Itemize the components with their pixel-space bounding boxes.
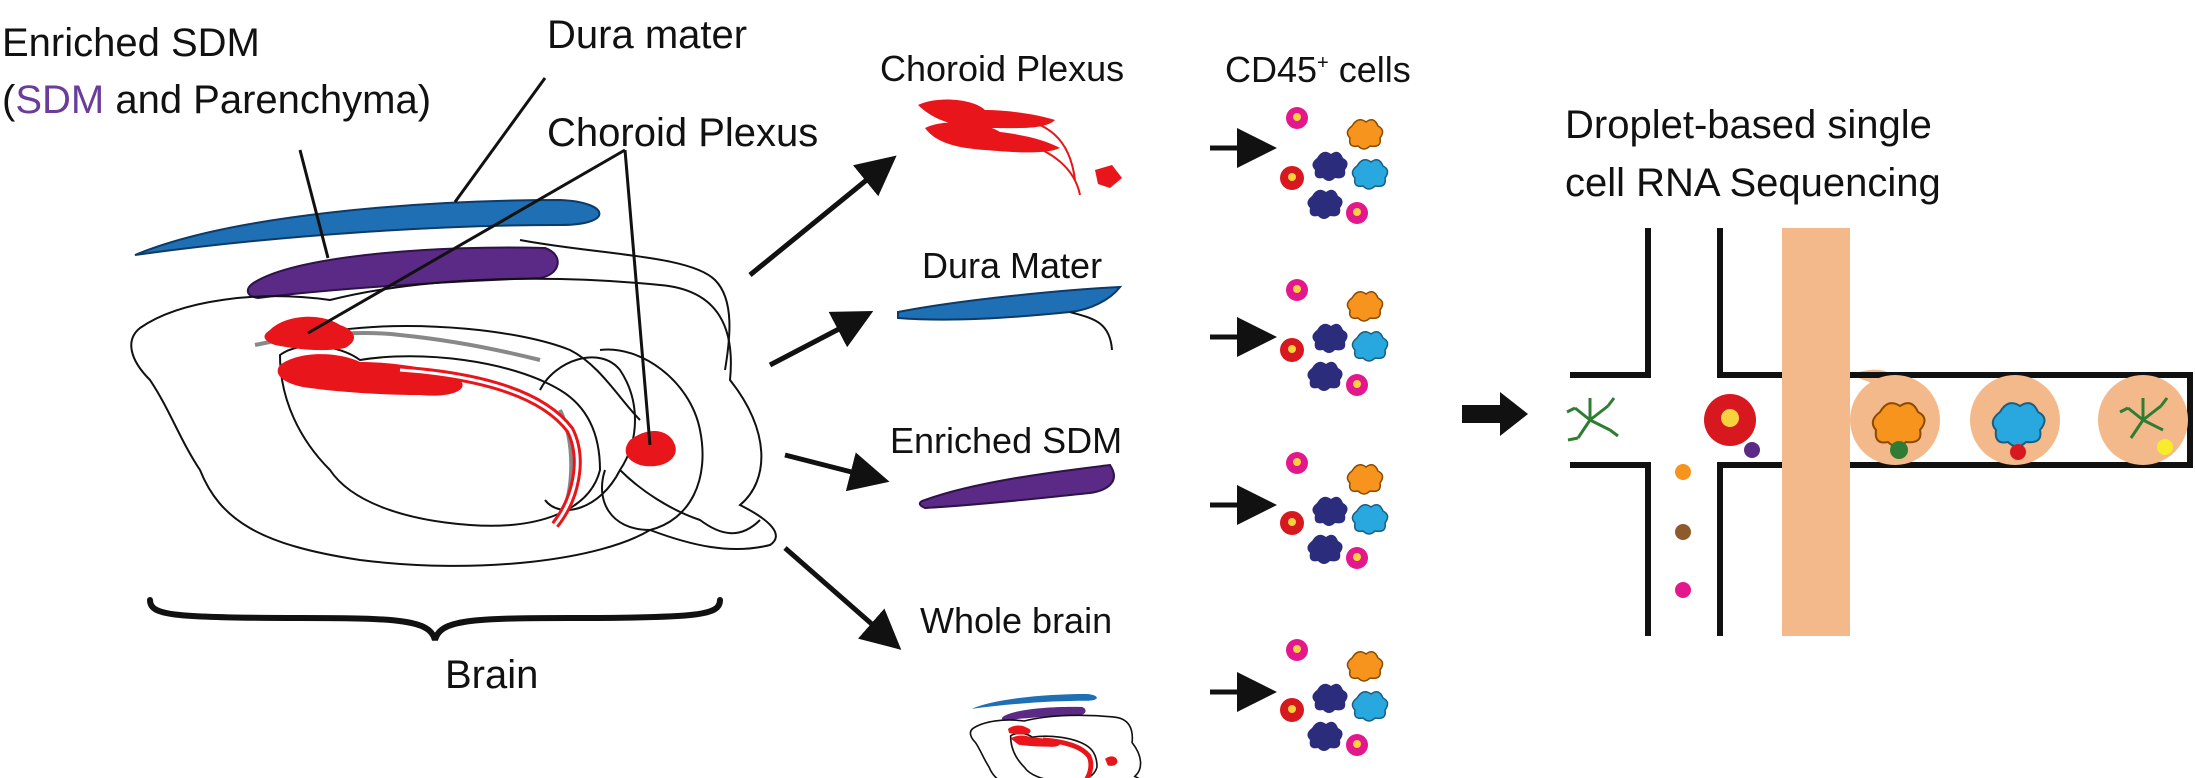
label-choroid-plexus: Choroid Plexus	[547, 111, 819, 155]
tissue-label-enriched-sdm: Enriched SDM	[890, 420, 1123, 461]
tissue-label-dura-mater: Dura Mater	[922, 245, 1103, 286]
paren-open: (	[2, 78, 16, 122]
tissue-label-choroid-plexus: Choroid Plexus	[880, 48, 1125, 89]
cell-cluster-choroid	[1279, 106, 1389, 225]
label-brain: Brain	[445, 653, 539, 697]
label-dura-mater: Dura mater	[547, 13, 748, 57]
cell-cluster-sdm	[1279, 451, 1389, 570]
enriched-sdm-icon	[918, 463, 1115, 510]
label-enriched-sdm: Enriched SDM	[2, 21, 260, 65]
arrows-to-tissues	[748, 155, 902, 650]
method-line-2: cell RNA Sequencing	[1565, 161, 1941, 205]
method-line-1: Droplet-based single	[1565, 103, 1932, 147]
label-sdm-parenchyma: (SDM and Parenchyma)	[2, 77, 431, 123]
brain-sagittal-icon	[130, 77, 777, 567]
cells-header: CD45+ cells	[1225, 42, 1411, 91]
whole-brain-icon	[969, 694, 1142, 778]
cells-header-main: CD45	[1225, 49, 1318, 90]
cells-header-rest: cells	[1328, 49, 1411, 90]
cell-cluster-dura	[1279, 278, 1389, 397]
label-and-parenchyma: and Parenchyma)	[104, 78, 432, 122]
arrow-to-sequencing-icon	[1462, 392, 1528, 436]
choroid-plexus-icon	[918, 99, 1122, 196]
tissue-label-whole-brain: Whole brain	[920, 600, 1113, 641]
arrows-to-cells	[1210, 128, 1277, 712]
dura-mater-icon	[897, 285, 1123, 351]
label-sdm: SDM	[15, 78, 105, 122]
cell-cluster-whole-brain	[1279, 638, 1389, 757]
cells-header-sup: +	[1317, 52, 1329, 74]
brace-icon	[147, 597, 723, 642]
microfluidic-chip-icon	[1566, 228, 2193, 636]
